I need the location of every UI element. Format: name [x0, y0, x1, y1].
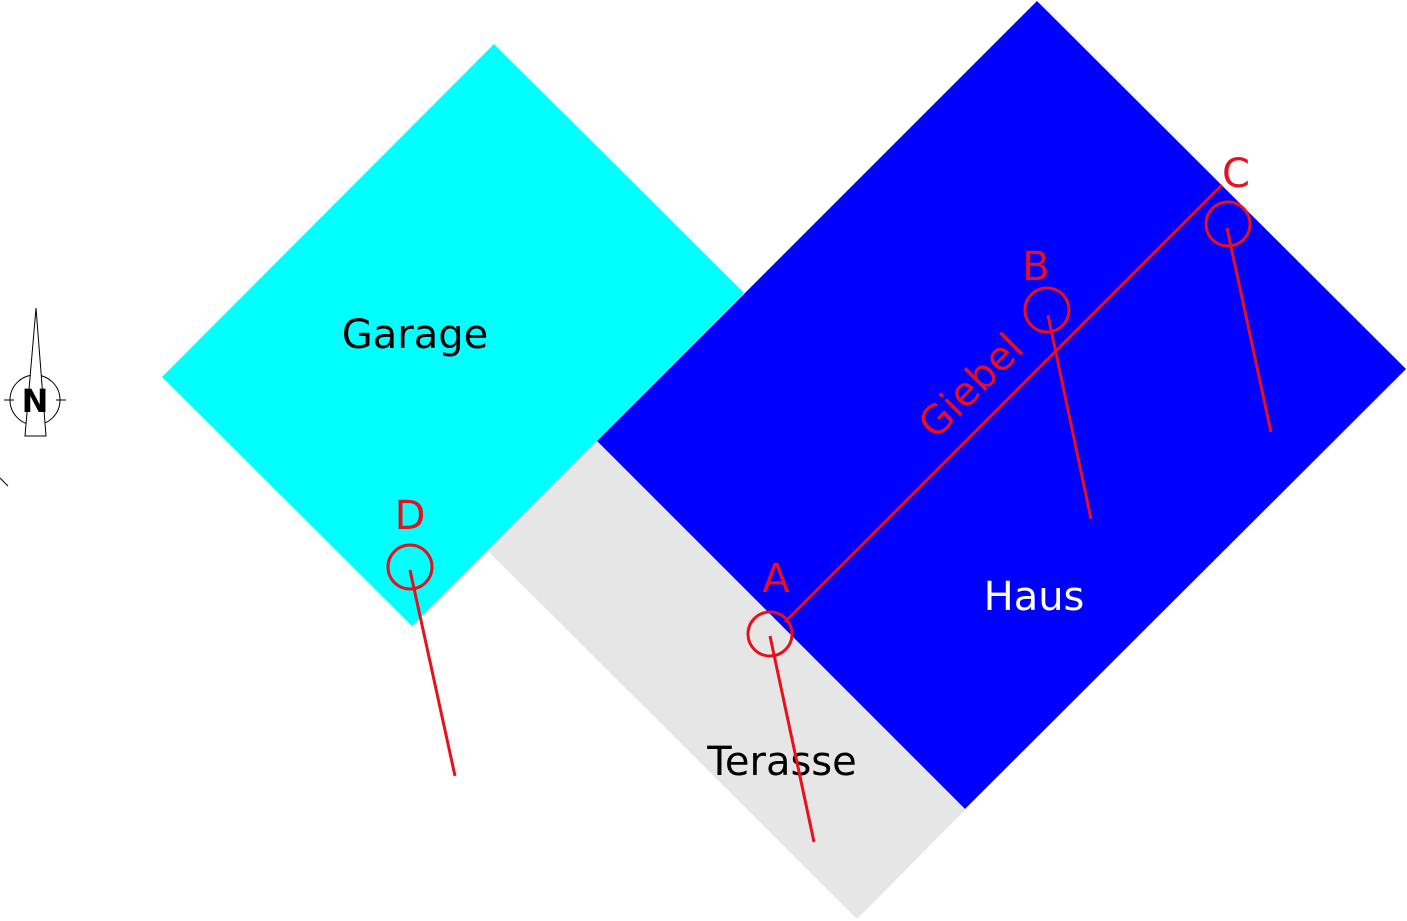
ridge-line	[783, 183, 1224, 624]
compass-north-label: N	[22, 382, 49, 420]
point-c-view-line	[1225, 227, 1273, 433]
point-a-marker	[746, 610, 794, 658]
point-d-view-line	[408, 569, 457, 777]
edge-mark	[0, 477, 9, 487]
point-b-view-line	[1046, 314, 1093, 520]
north-arrow-icon: N	[4, 307, 66, 437]
point-a-view-line	[768, 635, 816, 843]
point-b-label: B	[1022, 244, 1049, 290]
garage-area	[162, 44, 744, 626]
point-a-label: A	[762, 556, 790, 602]
point-c-marker	[1204, 200, 1252, 248]
terrace-label: Terasse	[706, 739, 857, 785]
terrace-area	[488, 442, 965, 919]
garage-label: Garage	[342, 312, 488, 358]
point-b-marker	[1023, 286, 1071, 334]
point-d-label: D	[395, 493, 426, 539]
point-c-label: C	[1222, 151, 1250, 197]
house-label: Haus	[984, 574, 1085, 620]
point-d-marker	[386, 543, 434, 591]
